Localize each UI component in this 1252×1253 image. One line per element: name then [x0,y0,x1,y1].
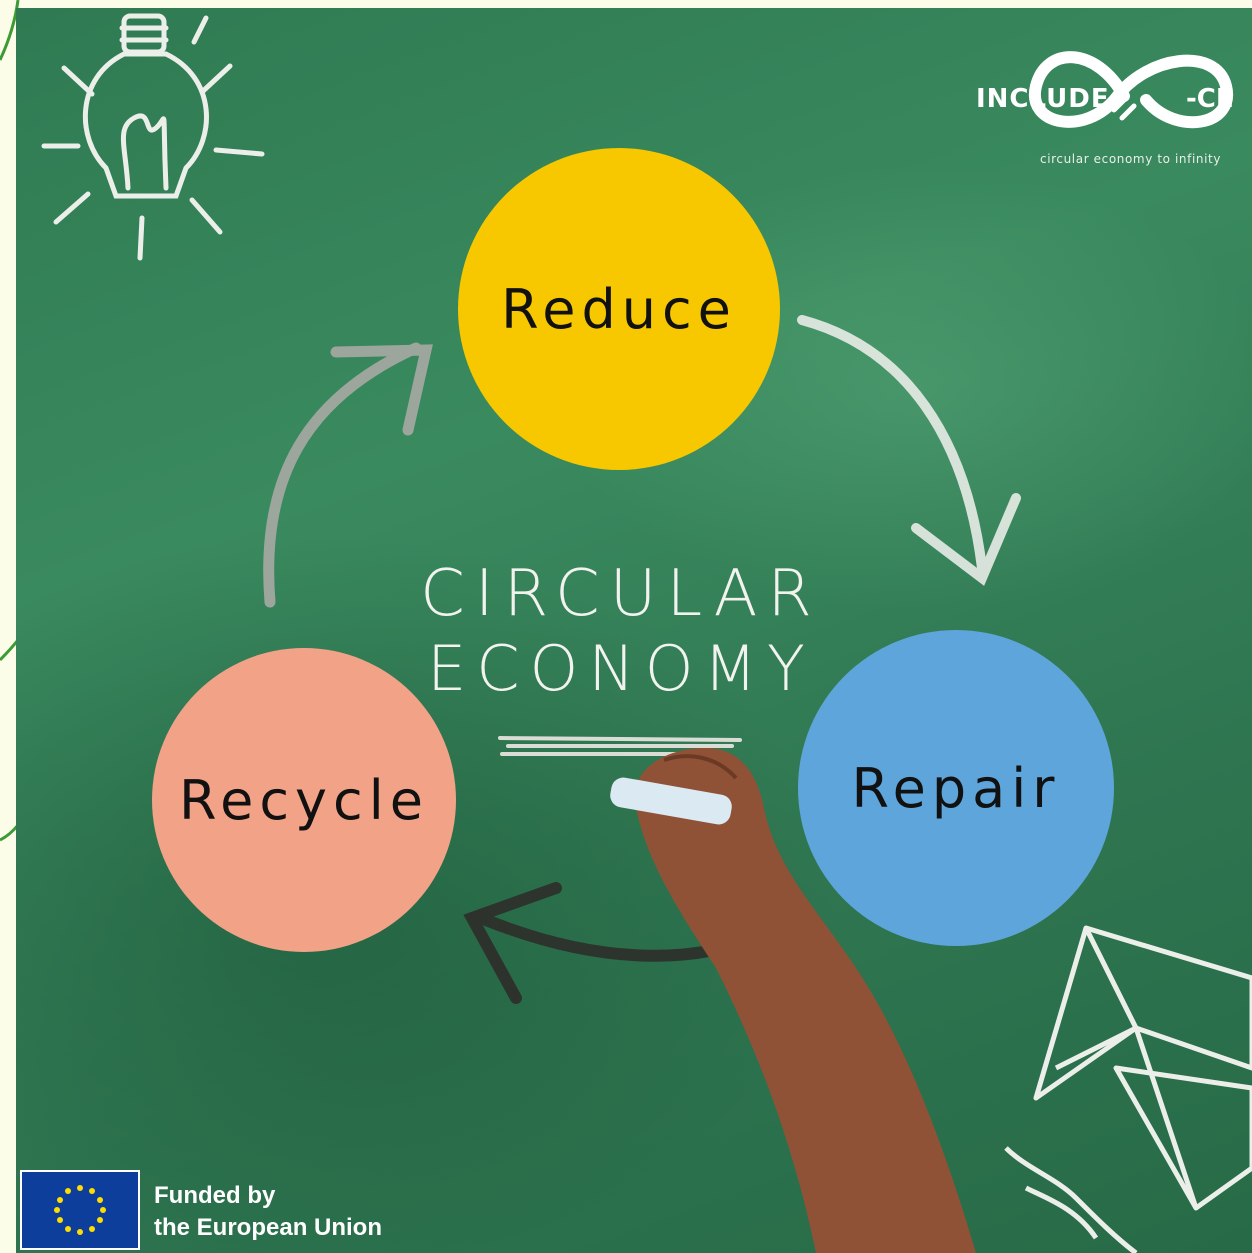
paper-plane-icon [1004,925,1252,1253]
infinity-logo-icon [1028,51,1234,129]
circular-economy-title: CIRCULAR ECONOMY [406,556,836,706]
logo-brand-left: INCLUDE [976,84,1110,114]
repair-label: Repair [851,756,1061,820]
eu-flag-icon [20,1170,140,1250]
eu-funding-text: Funded by the European Union [154,1180,382,1244]
hand-with-chalk [610,748,976,1253]
chalk-drawings [41,13,1252,1253]
repair-circle: Repair [798,630,1114,946]
chalkboard: Reduce Repair Recycle CIRCULAR ECONOMY I… [16,8,1252,1253]
arrow-recycle-to-reduce [263,342,433,608]
eu-funding-badge: Funded by the European Union [20,1170,420,1250]
reduce-circle: Reduce [458,148,780,470]
include-ce-logo: INCLUDE -CE circular economy to infinity [976,26,1246,176]
recycle-label: Recycle [179,768,429,832]
arrow-reduce-to-repair [797,315,1021,586]
eu-text-line-1: Funded by [154,1182,276,1209]
title-line-1: CIRCULAR [420,557,822,631]
logo-tagline: circular economy to infinity [1040,152,1222,166]
eu-text-line-2: the European Union [154,1214,382,1241]
logo-brand-right: -CE [1186,84,1234,114]
lightbulb-icon [41,13,265,261]
reduce-label: Reduce [501,277,737,341]
recycle-circle: Recycle [152,648,456,952]
title-line-2: ECONOMY [427,632,815,705]
